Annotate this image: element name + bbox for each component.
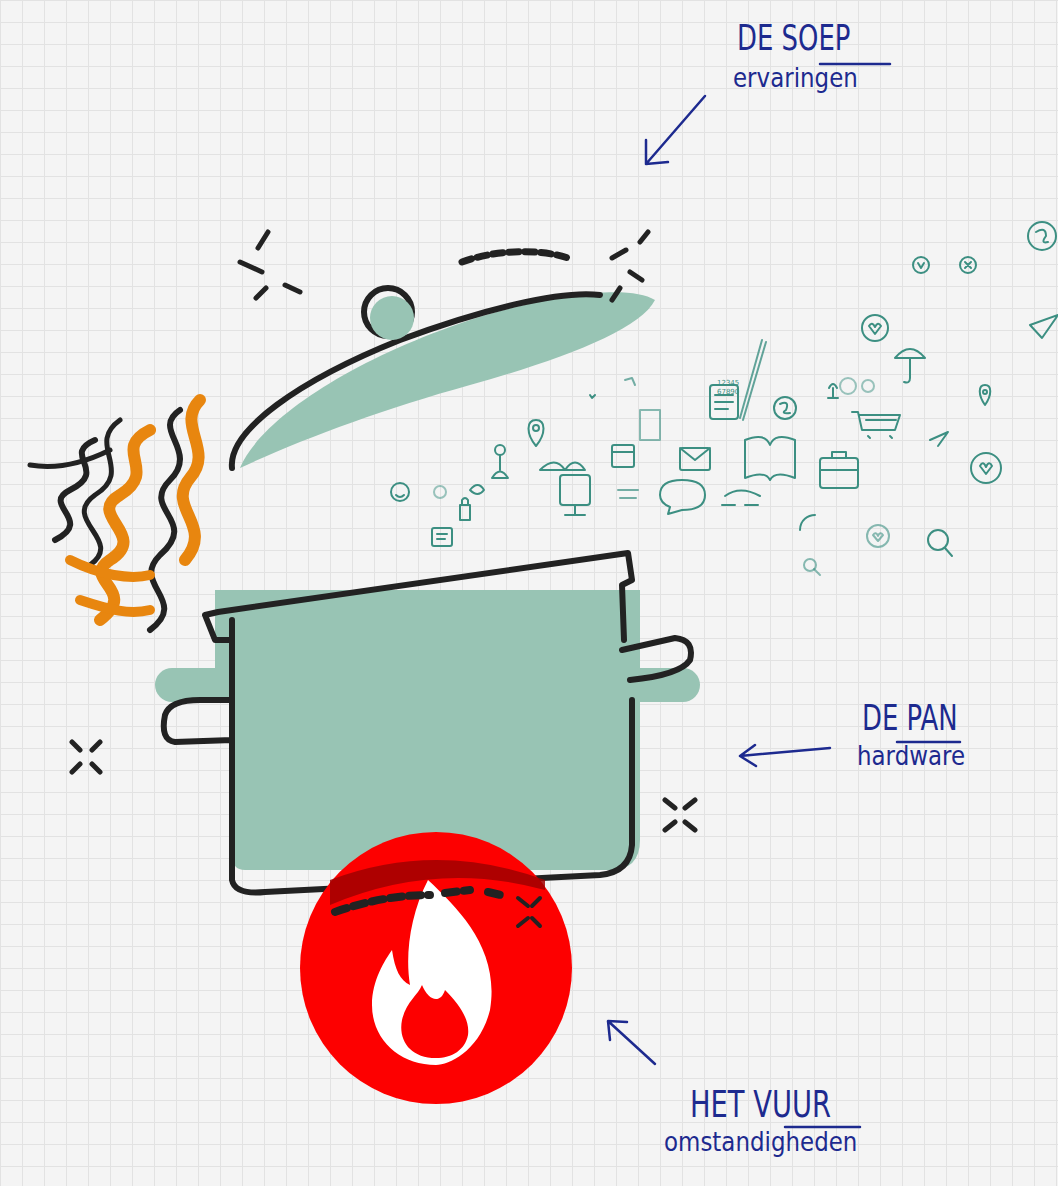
icon-digits: 12345 bbox=[717, 380, 739, 387]
icon-digits: 67890 bbox=[717, 389, 739, 396]
callout-subtitle: omstandigheden bbox=[664, 1128, 857, 1155]
callout-title: DE PAN bbox=[862, 700, 958, 736]
pot-lid bbox=[232, 232, 655, 468]
fire-symbol bbox=[300, 832, 572, 1104]
callout-title: DE SOEP bbox=[737, 20, 850, 56]
callout-subtitle: hardware bbox=[857, 742, 965, 769]
callout-subtitle: ervaringen bbox=[733, 64, 858, 91]
leader-arrows bbox=[608, 64, 960, 1127]
experience-icons bbox=[391, 222, 1058, 575]
steam bbox=[30, 400, 200, 630]
callout-title: HET VUUR bbox=[690, 1085, 831, 1123]
